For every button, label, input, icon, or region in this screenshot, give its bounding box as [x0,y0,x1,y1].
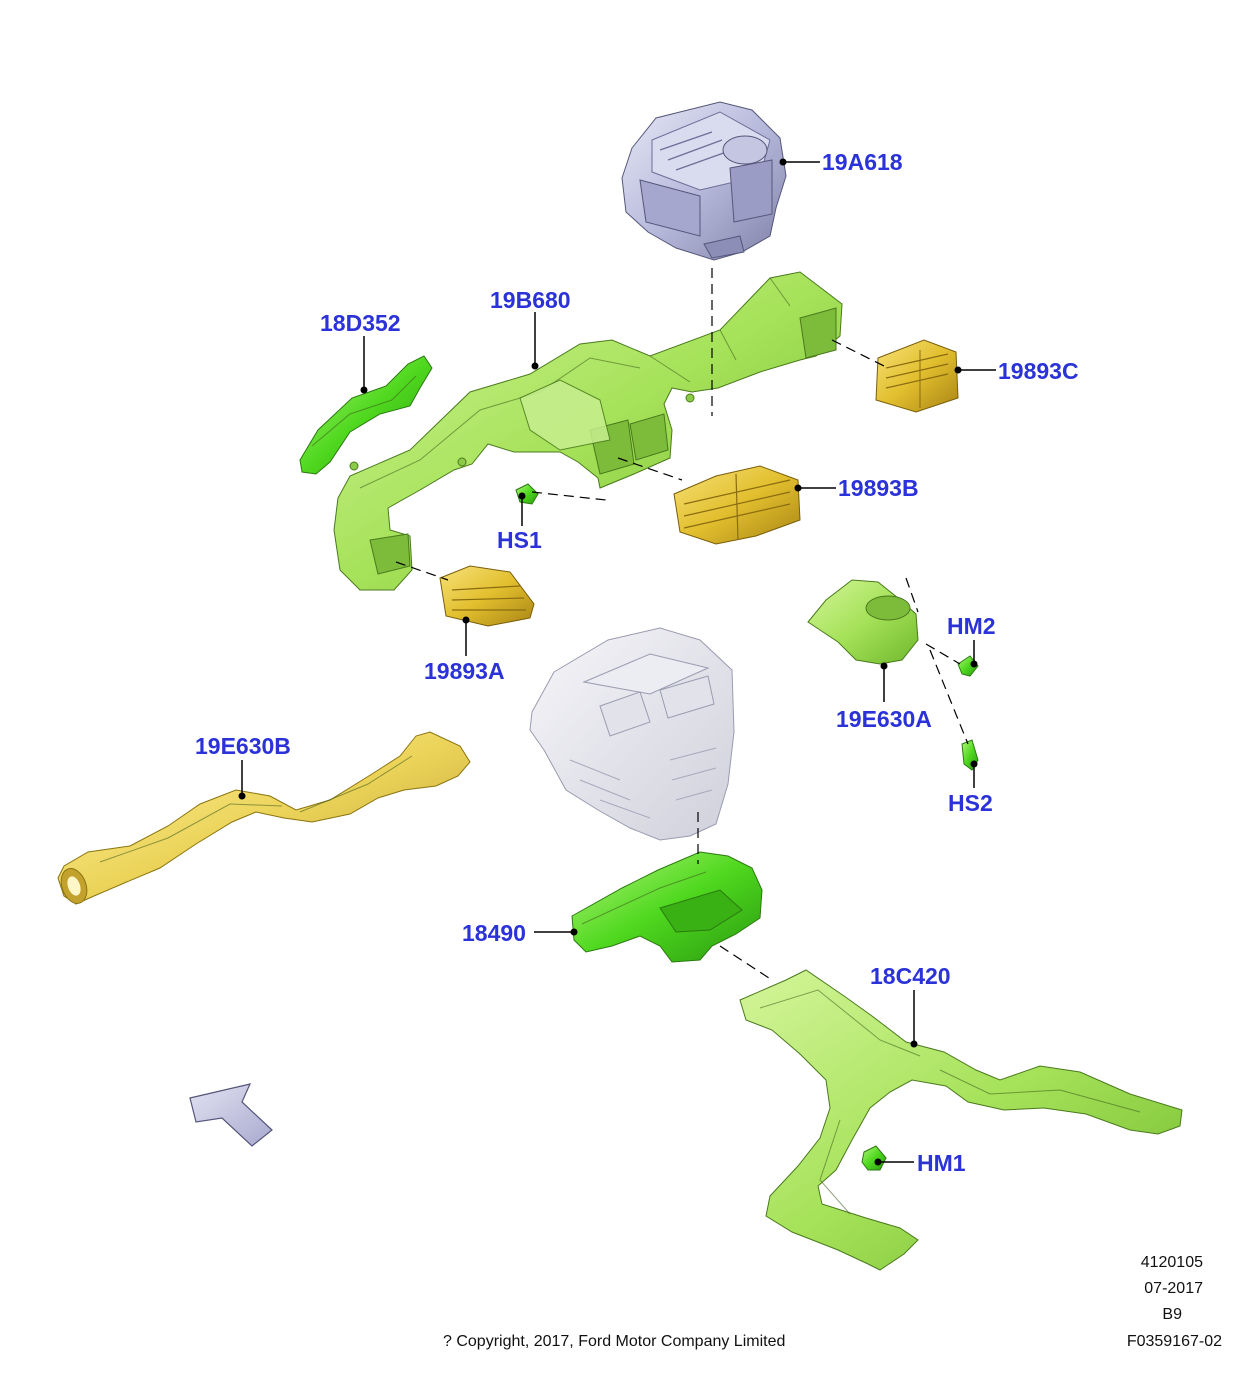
duct-19E630B [57,731,471,905]
callout-18D352: 18D352 [320,310,401,336]
leader-lines [238,158,996,1166]
hvac-module [529,627,735,841]
illustration-date: 07-2017 [1144,1280,1203,1297]
figure-code: F0359167-02 [1127,1333,1222,1350]
callout-HS2: HS2 [948,790,993,816]
blower-housing-19A618 [621,101,787,261]
callout-HM2: HM2 [947,613,996,639]
vent-19893B [673,465,801,545]
copyright-text: ? Copyright, 2017, Ford Motor Company Li… [443,1333,785,1350]
callout-HM1: HM1 [917,1150,966,1176]
vent-19893C [875,339,959,413]
callout-19B680: 19B680 [490,287,571,313]
model-code: B9 [1162,1306,1182,1323]
callout-19E630A: 19E630A [836,706,932,732]
callout-19A618: 19A618 [822,149,903,175]
callout-HS1: HS1 [497,527,542,553]
callout-19893B: 19893B [838,475,919,501]
side-duct-18D352 [299,355,433,475]
duct-19E630A [807,579,919,665]
floor-duct-18C420 [739,969,1183,1271]
vent-19893A [439,565,535,627]
callout-19E630B: 19E630B [195,733,291,759]
clip-HM1 [861,1145,887,1171]
main-panel-duct-19B680 [333,271,843,591]
callout-18C420: 18C420 [870,963,951,989]
illustration-number: 4120105 [1141,1254,1203,1271]
assembly-lines [395,268,969,981]
duct-18490 [571,851,763,963]
callout-19893A: 19893A [424,658,505,684]
callout-18490: 18490 [462,920,526,946]
callout-19893C: 19893C [998,358,1079,384]
orientation-arrow [189,1083,273,1147]
